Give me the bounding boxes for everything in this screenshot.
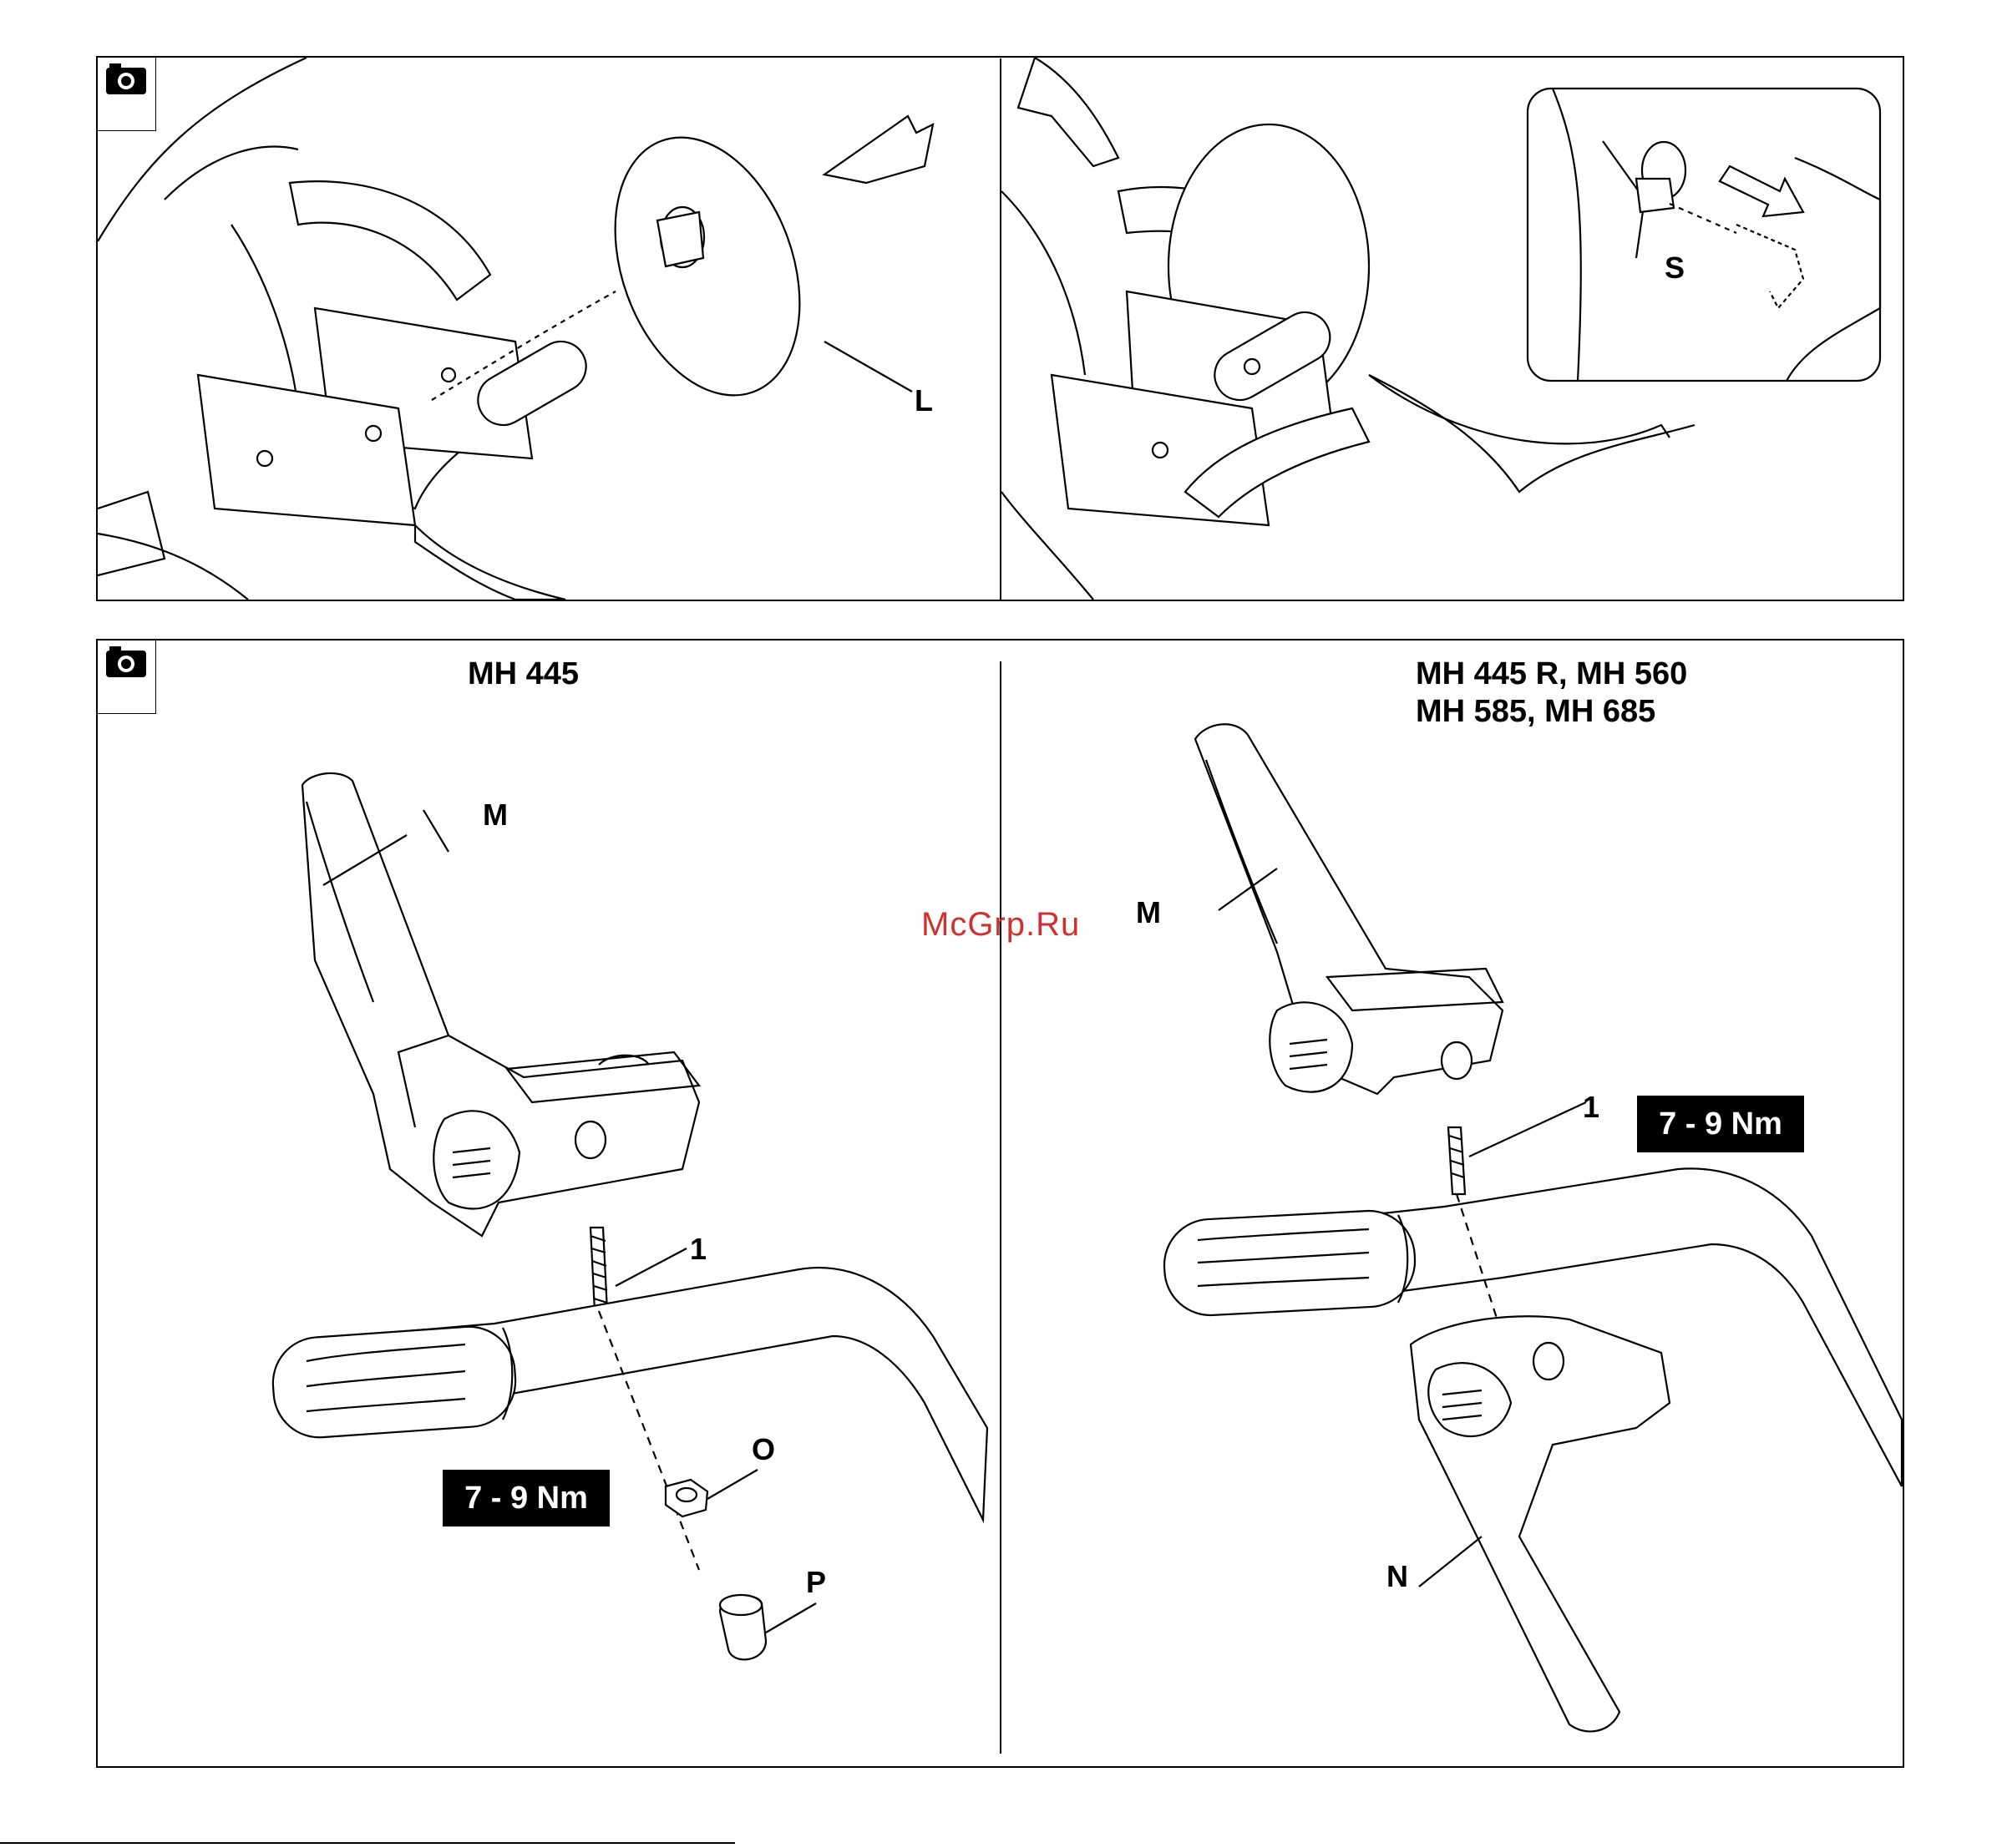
torque-badge-left: 7 - 9 Nm (443, 1470, 610, 1526)
callout-1-left: 1 (690, 1234, 707, 1264)
callout-O: O (752, 1435, 775, 1465)
footer-rule (0, 1842, 735, 1844)
callout-S: S (1665, 253, 1685, 283)
callout-L: L (915, 386, 933, 416)
camera-icon (98, 640, 156, 691)
callout-P: P (806, 1567, 826, 1597)
callout-N: N (1386, 1562, 1408, 1592)
model-title-left: MH 445 (468, 656, 579, 692)
watermark-text: McGrp.Ru (921, 906, 1080, 944)
pin-fitting-illustration (1001, 58, 1903, 600)
model-title-right-line1: MH 445 R, MH 560 (1416, 656, 1687, 692)
callout-M-left: M (483, 800, 508, 830)
camera-icon-box-bottom (98, 640, 156, 714)
torque-badge-right: 7 - 9 Nm (1637, 1096, 1804, 1152)
tiller-disc-illustration (98, 58, 998, 600)
callout-1-right: 1 (1583, 1092, 1599, 1122)
callout-M-right: M (1136, 898, 1161, 928)
handle-assembly-left-illustration (98, 735, 998, 1720)
handle-assembly-right-illustration (1001, 701, 1902, 1737)
